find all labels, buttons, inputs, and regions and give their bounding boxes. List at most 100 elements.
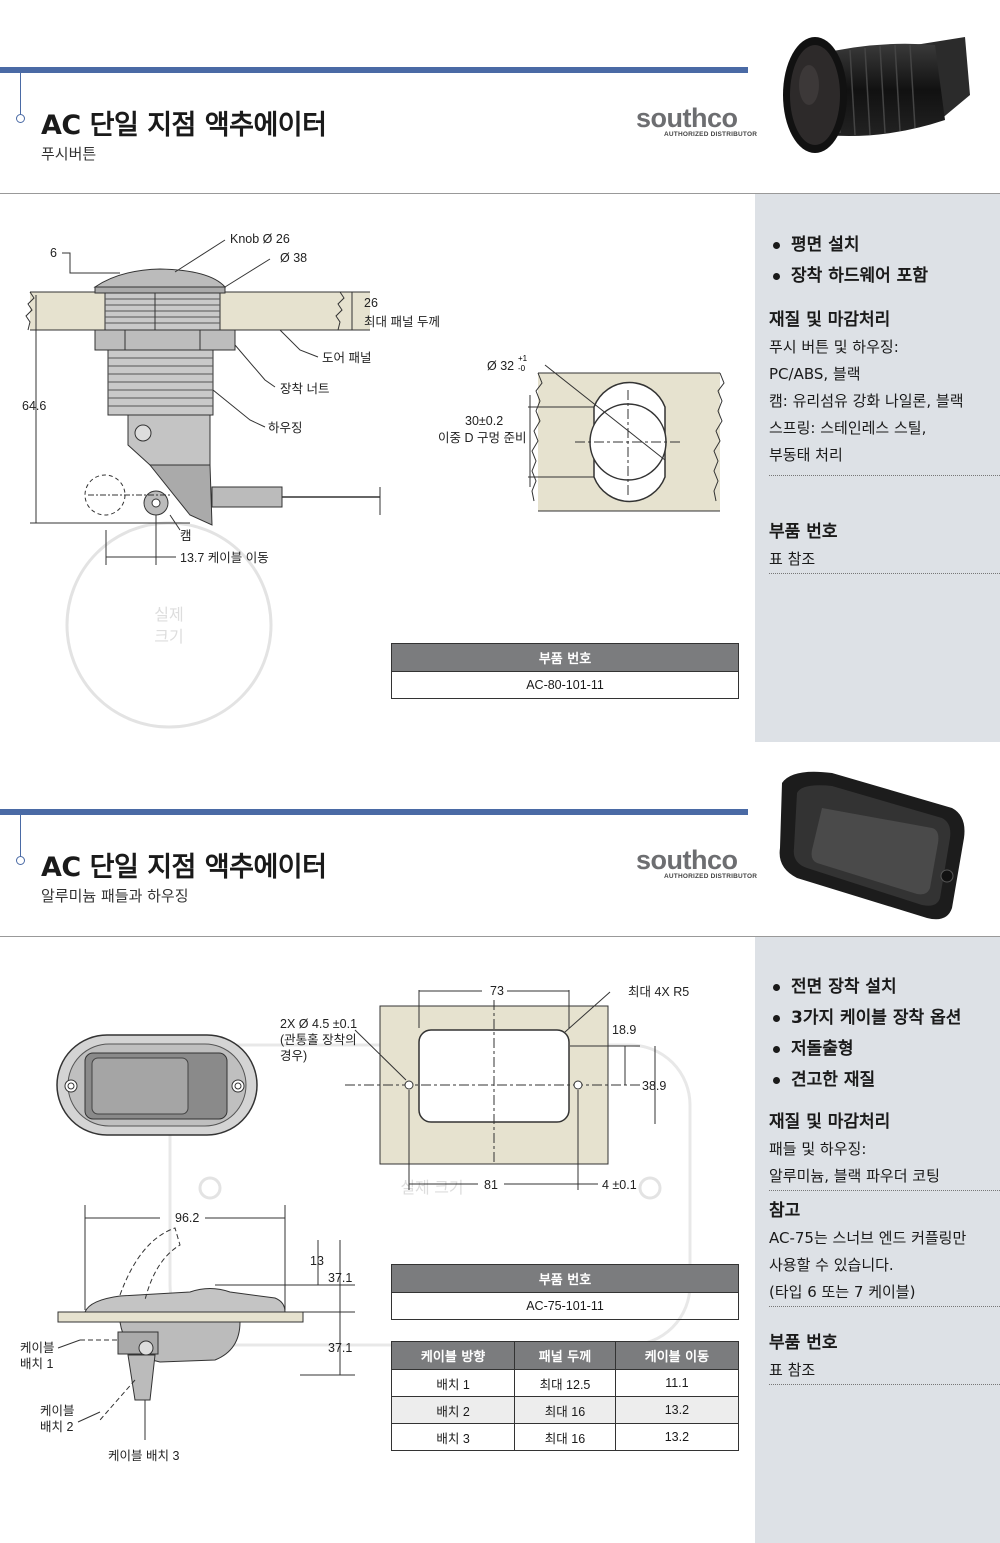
southco-logo: southco AUTHORIZED DISTRIBUTOR: [636, 103, 757, 138]
dim-4: 4 ±0.1: [602, 1178, 637, 1192]
divider: [769, 573, 1000, 574]
dim-73: 73: [490, 984, 504, 998]
r5-label: 최대 4X R5: [628, 985, 689, 999]
logo-word: southco: [636, 845, 738, 875]
dim-cable-travel: 13.7 케이블 이동: [180, 551, 269, 565]
door-panel-label: 도어 패널: [322, 351, 371, 365]
housing-label: 하우징: [268, 421, 303, 435]
feature-item: 장착 하드웨어 포함: [769, 261, 1000, 292]
section2-accent-line: [20, 815, 21, 860]
real-size-label: 크기: [154, 628, 183, 646]
part-table-1: 부품 번호 AC-80-101-11: [391, 643, 739, 699]
section2-separator: [0, 936, 1000, 937]
part-table-cell: AC-75-101-11: [391, 1292, 739, 1320]
section1-accent-dot: [16, 114, 25, 123]
dim-26: 26: [364, 296, 378, 310]
hole-tol-dn: -0: [518, 364, 526, 373]
nut-label: 장착 너트: [280, 382, 329, 396]
section1-accent-line: [20, 73, 21, 118]
divider: [769, 1306, 1000, 1307]
material-line: 캠: 유리섬유 강화 나일론, 블랙: [769, 392, 964, 410]
feature-item: 전면 장착 설치: [769, 972, 1000, 1003]
dim-38-9: 38.9: [642, 1079, 666, 1093]
paddle-photo: [779, 771, 965, 920]
cam-label: 캠: [180, 529, 192, 543]
cable-table: 케이블 방향 패널 두께 케이블 이동 배치 1 최대 12.5 11.1 배치…: [390, 1341, 740, 1451]
material-line: 패들 및 하우징:: [769, 1140, 867, 1158]
cable-table-cell: 최대 12.5: [514, 1369, 616, 1397]
hole-tol-up: +1: [518, 354, 528, 363]
paddle-drawing: 실제 크기 73 최대 4X R5 2X Ø 4.5 ±0.1 (관통홀 장착의…: [20, 984, 692, 1463]
hole-desc-label: 이중 D 구멍 준비: [438, 431, 526, 445]
cable-table-header: 케이블 이동: [614, 1341, 740, 1370]
section1-title: AC 단일 지점 액추에이터: [41, 110, 327, 141]
material-line: 부동태 처리: [769, 446, 843, 464]
pos3-label: 케이블 배치 3: [108, 1449, 179, 1463]
dim-37-1b: 37.1: [328, 1341, 352, 1355]
feature-item: 견고한 재질: [769, 1065, 1000, 1096]
note-heading: 참고: [769, 1201, 801, 1221]
material-line: 스프링: 스테인레스 스틸,: [769, 419, 927, 437]
feature-item: 저돌출형: [769, 1034, 1000, 1065]
section1-subtitle: 푸시버튼: [41, 145, 97, 163]
section2-top-bar: [0, 809, 748, 815]
section1-top-bar: [0, 67, 748, 73]
real-size-label-2: 실제 크기: [400, 1179, 463, 1197]
hole-note: 2X Ø 4.5 ±0.1: [280, 1017, 357, 1031]
dim-81: 81: [484, 1178, 498, 1192]
divider: [769, 475, 1000, 476]
part-table-cell: AC-80-101-11: [391, 671, 739, 699]
part-table-header: 부품 번호: [391, 1264, 739, 1293]
cable-table-header: 케이블 방향: [390, 1341, 516, 1370]
d38-label: Ø 38: [280, 251, 307, 265]
dim-18-9: 18.9: [612, 1023, 636, 1037]
logo-word: southco: [636, 103, 738, 133]
part-table-header: 부품 번호: [391, 643, 739, 672]
pos2-label: 케이블: [40, 1404, 75, 1418]
divider: [769, 1384, 1000, 1385]
divider: [769, 1190, 1000, 1191]
hole-note: (관통홀 장착의: [280, 1033, 357, 1047]
dim-96-2: 96.2: [175, 1211, 199, 1225]
hole-note: 경우): [280, 1049, 307, 1063]
feature-item: 3가지 케이블 장착 옵션: [769, 1003, 1000, 1034]
knob-label: Knob Ø 26: [230, 232, 290, 246]
note-line: (타입 6 또는 7 케이블): [769, 1283, 916, 1301]
material-heading: 재질 및 마감처리: [769, 310, 891, 330]
pos2-label: 배치 2: [40, 1420, 73, 1434]
southco-logo-2: southco AUTHORIZED DISTRIBUTOR: [636, 845, 757, 880]
section2-accent-dot: [16, 856, 25, 865]
section2-sidebar: 전면 장착 설치 3가지 케이블 장착 옵션 저돌출형 견고한 재질 재질 및 …: [755, 937, 1000, 1543]
material-heading: 재질 및 마감처리: [769, 1112, 891, 1132]
part-text: 표 참조: [769, 550, 816, 568]
cable-table-cell: 배치 2: [390, 1396, 516, 1424]
dim-6: 6: [50, 246, 57, 260]
part-heading: 부품 번호: [769, 522, 838, 542]
hole-width-label: 30±0.2: [465, 414, 503, 428]
logo-sub: AUTHORIZED DISTRIBUTOR: [664, 131, 758, 138]
cable-table-cell: 11.1: [614, 1369, 740, 1397]
section1-separator: [0, 193, 1000, 194]
dim-37-1a: 37.1: [328, 1271, 352, 1285]
part-table-2: 부품 번호 AC-75-101-11: [391, 1264, 739, 1320]
logo-sub: AUTHORIZED DISTRIBUTOR: [664, 873, 758, 880]
section2-title: AC 단일 지점 액추에이터: [41, 852, 327, 883]
section1-sidebar: 평면 설치 장착 하드웨어 포함 재질 및 마감처리 푸시 버튼 및 하우징: …: [755, 194, 1000, 742]
max-panel-label: 최대 패널 두께: [364, 315, 440, 329]
cable-table-cell: 13.2: [614, 1423, 740, 1451]
pushbutton-drawing: 실제 크기 64.6 13.7 케이블 이동 캠 6: [22, 232, 725, 729]
pos1-label: 배치 1: [20, 1357, 53, 1371]
cable-table-cell: 최대 16: [514, 1396, 616, 1424]
pos1-label: 케이블: [20, 1341, 55, 1355]
note-line: AC-75는 스너브 엔드 커플링만: [769, 1229, 967, 1247]
cable-table-cell: 13.2: [614, 1396, 740, 1424]
real-size-label: 실제: [154, 606, 183, 624]
dim-64-6: 64.6: [22, 399, 46, 413]
part-heading: 부품 번호: [769, 1333, 838, 1353]
pushbutton-photo: [783, 37, 970, 153]
section2-subtitle: 알루미늄 패들과 하우징: [41, 887, 189, 905]
hole-diameter-label: Ø 32: [487, 359, 514, 373]
material-line: PC/ABS, 블랙: [769, 365, 861, 383]
cable-table-cell: 배치 3: [390, 1423, 516, 1451]
cable-table-header: 패널 두께: [514, 1341, 616, 1370]
